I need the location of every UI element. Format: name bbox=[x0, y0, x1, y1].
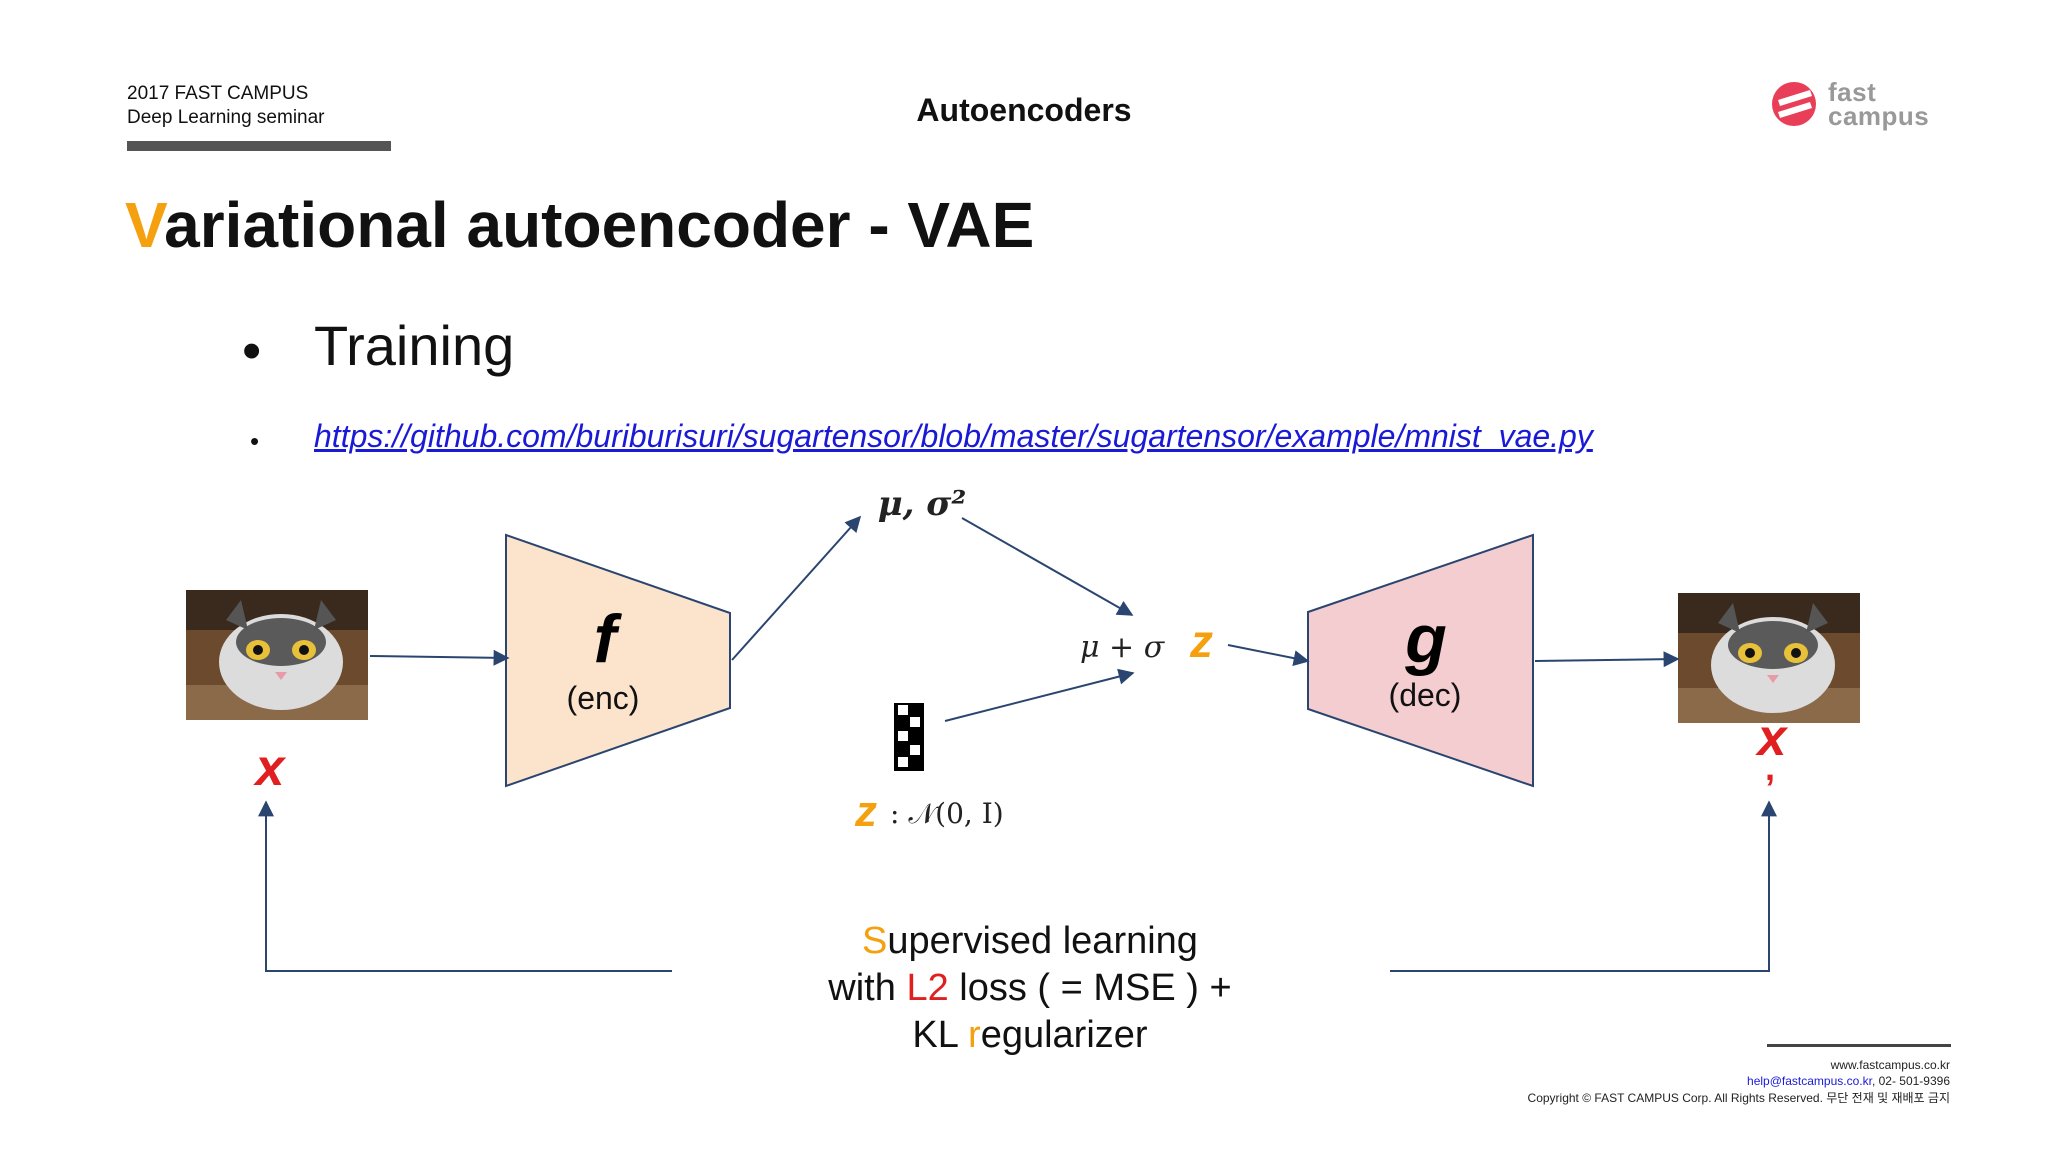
input-cat-image bbox=[186, 590, 368, 720]
encoder-block bbox=[505, 533, 731, 788]
footer-copyright: Copyright © FAST CAMPUS Corp. All Rights… bbox=[1527, 1091, 1950, 1105]
logo-word-campus: campus bbox=[1828, 101, 1930, 131]
section-title: Autoencoders bbox=[916, 92, 1132, 128]
arrow-encoder-to-params bbox=[731, 515, 862, 661]
encoder-label: (enc) bbox=[567, 680, 640, 716]
seminar-year-line: 2017 FAST CAMPUS bbox=[127, 83, 309, 104]
caption-text: KL bbox=[912, 1014, 969, 1056]
noise-sample-icon bbox=[894, 703, 924, 771]
caption-highlight-r: r bbox=[968, 1014, 981, 1056]
caption-highlight-l2: L2 bbox=[906, 967, 949, 1009]
reparam-expression: μ + σ bbox=[1080, 630, 1166, 665]
arrow-decoder-to-output bbox=[1534, 651, 1680, 668]
footer-website[interactable]: www.fastcampus.co.kr bbox=[1830, 1058, 1950, 1072]
arrow-sample-to-decoder bbox=[1227, 644, 1310, 667]
footer-divider bbox=[1767, 1044, 1951, 1047]
decoder-label: (dec) bbox=[1389, 677, 1462, 713]
bullet-training: Training bbox=[314, 314, 515, 377]
latent-z: z bbox=[1189, 615, 1213, 667]
logo-wordmark: fast campus bbox=[1828, 77, 1930, 131]
arrow-noise-to-sample bbox=[944, 668, 1135, 722]
mu-sigma-params: μ, σ² bbox=[878, 484, 967, 524]
decoder-block bbox=[1307, 533, 1534, 788]
caption-text: egularizer bbox=[980, 1014, 1148, 1056]
logo-word-fast: fast bbox=[1828, 77, 1877, 107]
reconstructed-cat-image bbox=[1678, 593, 1860, 723]
bullet-marker: • bbox=[242, 319, 262, 381]
caption-text: upervised learning bbox=[887, 920, 1198, 962]
loss-line-left bbox=[258, 800, 672, 972]
bullet-marker: • bbox=[250, 426, 260, 456]
slide-title-rest: ariational autoencoder - VAE bbox=[164, 189, 1035, 261]
noise-z: z bbox=[854, 787, 877, 836]
input-x-label: x bbox=[253, 739, 287, 797]
arrow-input-to-encoder bbox=[369, 649, 510, 666]
caption-line-3: KL regularizer bbox=[700, 1012, 1360, 1059]
header-divider bbox=[127, 141, 391, 151]
output-prime-mark: , bbox=[1765, 747, 1775, 788]
footer-phone: , 02- 501-9396 bbox=[1871, 1074, 1950, 1088]
caption-line-1: Supervised learning bbox=[700, 918, 1360, 965]
arrow-params-to-sample bbox=[961, 517, 1134, 616]
seminar-name-line: Deep Learning seminar bbox=[127, 107, 325, 128]
loss-caption: Supervised learning with L2 loss ( = MSE… bbox=[700, 918, 1360, 1059]
output-x-label: x bbox=[1755, 709, 1789, 767]
decoder-symbol: g bbox=[1404, 601, 1447, 677]
fastcampus-logo-icon bbox=[1772, 82, 1816, 126]
slide-title-initial: V bbox=[125, 189, 165, 261]
caption-highlight-s: S bbox=[862, 920, 888, 962]
seminar-info: 2017 FAST CAMPUS Deep Learning seminar bbox=[127, 82, 325, 130]
footer-contact: help@fastcampus.co.kr, 02- 501-9396 bbox=[1747, 1074, 1950, 1088]
caption-text: with bbox=[828, 967, 907, 1009]
loss-line-right bbox=[1390, 800, 1777, 972]
footer-email[interactable]: help@fastcampus.co.kr bbox=[1747, 1074, 1872, 1088]
caption-text: loss ( = MSE ) + bbox=[948, 967, 1232, 1009]
caption-line-2: with L2 loss ( = MSE ) + bbox=[700, 965, 1360, 1012]
slide-title: Variational autoencoder - VAE bbox=[125, 188, 1034, 262]
source-code-link[interactable]: https://github.com/buriburisuri/sugarten… bbox=[314, 418, 1593, 454]
noise-distribution: : 𝒩(0, I) bbox=[890, 797, 1004, 830]
